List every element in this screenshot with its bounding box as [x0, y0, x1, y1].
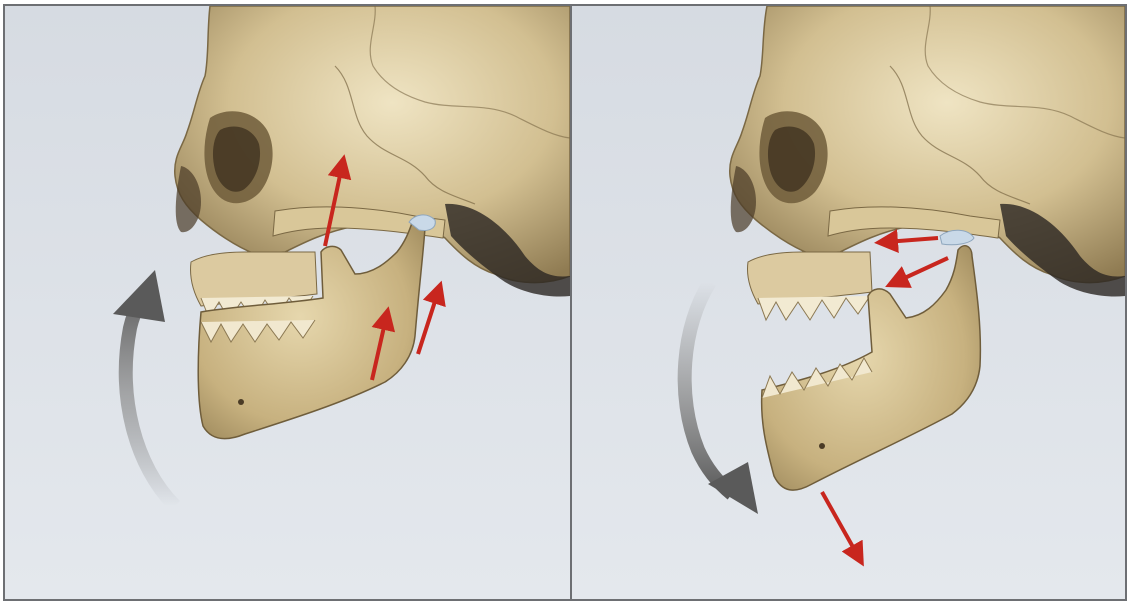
- mental-foramen: [819, 443, 825, 449]
- jaw-opening-illustration: [572, 6, 1125, 599]
- panel-jaw-closing: [3, 4, 572, 601]
- mental-foramen: [238, 399, 244, 405]
- jaw-closing-illustration: [5, 6, 570, 599]
- panel-jaw-opening: [570, 4, 1127, 601]
